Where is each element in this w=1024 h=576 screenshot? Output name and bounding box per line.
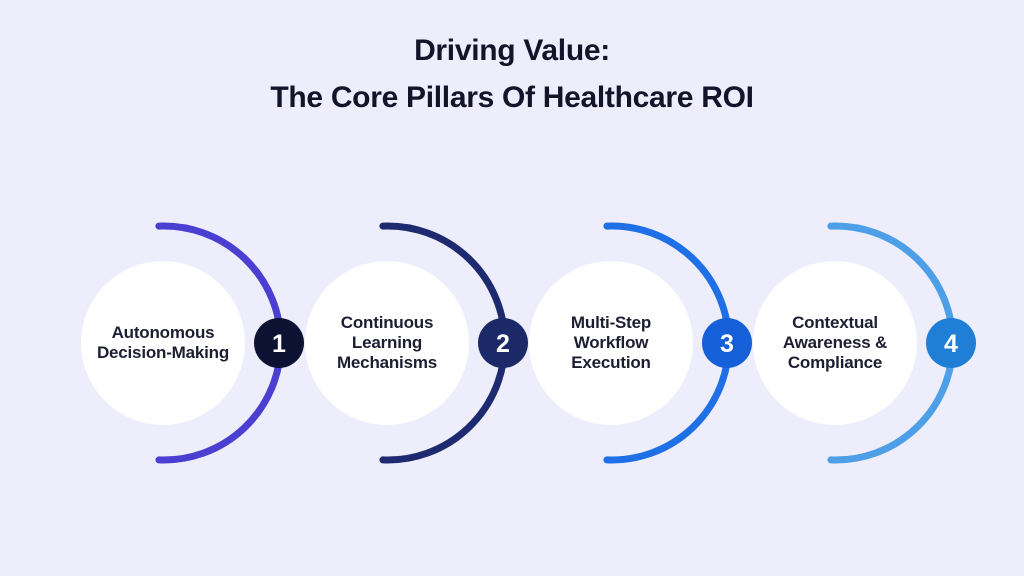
pillar-label-line: Execution — [571, 353, 651, 372]
pillar-label-line: Multi-Step — [570, 313, 652, 332]
pillar-label: Continuous Learning Mechanisms — [305, 261, 469, 425]
pillar-number-badge — [478, 318, 528, 368]
pillar-number: 2 — [496, 330, 510, 358]
page-title: Driving Value: The Core Pillars Of Healt… — [0, 27, 1024, 121]
pillar-number: 3 — [720, 330, 734, 358]
pillar-1: 1 Autonomous Decision-Making — [28, 208, 328, 478]
pillar-label-line: Autonomous — [111, 323, 215, 342]
pillar-circle — [81, 261, 245, 425]
title-line-2: The Core Pillars Of Healthcare ROI — [270, 81, 754, 114]
pillar-2: 2 Continuous Learning Mechanisms — [252, 208, 552, 478]
pillar-label-line: Awareness & — [782, 333, 888, 352]
pillar-1-graphic: 1 — [81, 222, 304, 464]
pillar-4-graphic: 4 — [753, 222, 976, 464]
pillar-3-graphic: 3 — [529, 222, 752, 464]
pillar-number-badge — [702, 318, 752, 368]
pillar-4: 4 Contextual Awareness & Compliance — [700, 208, 1000, 478]
pillar-number-badge — [254, 318, 304, 368]
pillar-label-line: Continuous — [340, 313, 434, 332]
pillar-label-line: Compliance — [787, 353, 883, 372]
pillar-label-line: Learning — [351, 333, 423, 352]
pillar-label: Multi-Step Workflow Execution — [529, 261, 693, 425]
title-line-1: Driving Value: — [414, 34, 610, 67]
pillar-number: 1 — [272, 330, 286, 358]
pillar-label-line: Contextual — [792, 313, 878, 332]
pillar-number: 4 — [944, 330, 958, 358]
pillar-3: 3 Multi-Step Workflow Execution — [476, 208, 776, 478]
pillar-number-badge — [926, 318, 976, 368]
pillar-label-line: Workflow — [573, 333, 649, 352]
pillar-circle — [305, 261, 469, 425]
pillar-label: Contextual Awareness & Compliance — [753, 261, 917, 425]
pillar-label-line: Mechanisms — [336, 353, 438, 372]
pillar-label-line: Decision-Making — [96, 343, 230, 362]
pillar-2-graphic: 2 — [305, 222, 528, 464]
pillar-circle — [753, 261, 917, 425]
pillar-circle — [529, 261, 693, 425]
pillar-label: Autonomous Decision-Making — [81, 261, 245, 425]
